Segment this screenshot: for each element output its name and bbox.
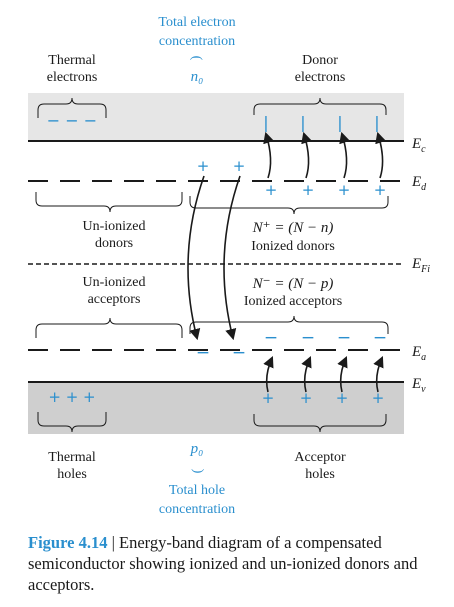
thermal-electron-markers: − − −	[47, 111, 97, 130]
donor-electron-markers: | | | |	[263, 113, 379, 132]
unionized-acceptors-label: Un-ionized	[83, 275, 146, 290]
ionized-donor-markers: + + + +	[265, 181, 387, 199]
thermal-electrons-label: Thermal	[48, 53, 96, 68]
donor-arrow-3	[339, 131, 350, 179]
unionized-acceptors-brace	[35, 317, 183, 338]
efi-label: EFi	[411, 256, 430, 275]
ionized-acceptor-equation: N⁻ = (N − p)	[252, 276, 334, 292]
figure-number: Figure 4.14	[28, 533, 108, 552]
compensation-arrows	[187, 175, 241, 341]
unionized-donors-label: Un-ionized	[83, 219, 146, 234]
compensated-donor-1: +	[197, 157, 210, 175]
acceptor-hole-2: +	[300, 389, 313, 407]
unionized-donors-brace	[35, 192, 183, 213]
compensation-arrow-1	[187, 175, 205, 341]
total-electron-label-line2: concentration	[159, 34, 235, 49]
ionized-acceptor-3: −	[264, 328, 278, 348]
acceptor-holes-brace	[253, 414, 387, 433]
donor-electron-4: |	[374, 113, 379, 132]
caption-separator: |	[107, 533, 120, 552]
ionized-acceptor-6: −	[373, 328, 387, 348]
ec-label: Ec	[411, 136, 426, 155]
ionized-donor-3: +	[338, 181, 351, 199]
ionized-acceptors-label: Ionized acceptors	[244, 294, 342, 309]
ionized-acceptor-1: −	[196, 343, 210, 363]
total-electron-paren: (	[189, 56, 204, 61]
ea-label: Ea	[411, 344, 426, 363]
ed-label: Ed	[411, 174, 427, 193]
acceptor-arrow-4	[373, 355, 384, 393]
total-hole-label: Total hole	[169, 483, 225, 498]
compensation-arrow-2	[223, 175, 241, 341]
thermal-electrons-brace	[37, 97, 107, 118]
ionized-acceptor-4: −	[301, 328, 315, 348]
ionized-donors-label: Ionized donors	[251, 239, 335, 254]
unionized-acceptors-label-line2: acceptors	[88, 292, 141, 307]
acceptor-arrow-3	[337, 355, 348, 393]
p0-symbol: p₀	[190, 441, 204, 457]
total-electron-label: Total electron	[158, 15, 235, 30]
thermal-holes-label: Thermal	[48, 450, 96, 465]
n0-symbol: n₀	[191, 69, 204, 85]
unionized-donors-label-line2: donors	[95, 236, 133, 251]
donor-electrons-brace	[253, 97, 387, 115]
ionized-acceptor-2: −	[232, 343, 246, 363]
acceptor-arrow-1	[263, 355, 274, 393]
acceptor-hole-1: +	[262, 389, 275, 407]
donor-arrow-1	[263, 131, 274, 179]
acceptor-hole-4: +	[372, 389, 385, 407]
acceptor-holes-label: Acceptor	[294, 450, 346, 465]
thermal-electrons-label-line2: electrons	[47, 70, 98, 85]
ionized-donor-4: +	[374, 181, 387, 199]
donor-electrons-label: Donor	[302, 53, 338, 68]
donor-electron-3: |	[337, 113, 342, 132]
ionized-donor-equation: N⁺ = (N − n)	[252, 220, 334, 236]
donor-arrow-2	[301, 131, 312, 179]
ionized-donor-1: +	[265, 181, 278, 199]
ionized-donors-brace	[189, 196, 389, 215]
caption-text: Energy-band diagram of a compensated sem…	[28, 533, 418, 594]
thermal-hole-markers: + + +	[48, 388, 95, 406]
donor-electrons-label-line2: electrons	[295, 70, 346, 85]
acceptor-hole-markers: + + + +	[262, 389, 385, 407]
acceptor-hole-3: +	[336, 389, 349, 407]
donor-electron-1: |	[263, 113, 268, 132]
compensated-donor-markers: + +	[197, 157, 246, 175]
donor-arrow-4	[375, 131, 386, 179]
ev-label: Ev	[411, 376, 426, 395]
acceptor-ionization-arrows	[263, 355, 384, 393]
total-hole-label-line2: concentration	[159, 502, 235, 517]
acceptor-arrow-2	[301, 355, 312, 393]
ionized-acceptor-markers: − − − − − −	[196, 328, 387, 363]
acceptor-holes-label-line2: holes	[305, 467, 335, 482]
figure-caption: Figure 4.14 | Energy-band diagram of a c…	[28, 532, 438, 595]
thermal-holes-brace	[37, 412, 107, 433]
donor-electron-2: |	[300, 113, 305, 132]
ionized-acceptors-brace	[189, 315, 389, 334]
ionized-acceptor-5: −	[337, 328, 351, 348]
compensated-donor-2: +	[233, 157, 246, 175]
total-hole-paren: (	[190, 468, 205, 473]
ionized-donor-2: +	[302, 181, 315, 199]
thermal-holes-label-line2: holes	[57, 467, 87, 482]
donor-ionization-arrows	[263, 131, 386, 179]
